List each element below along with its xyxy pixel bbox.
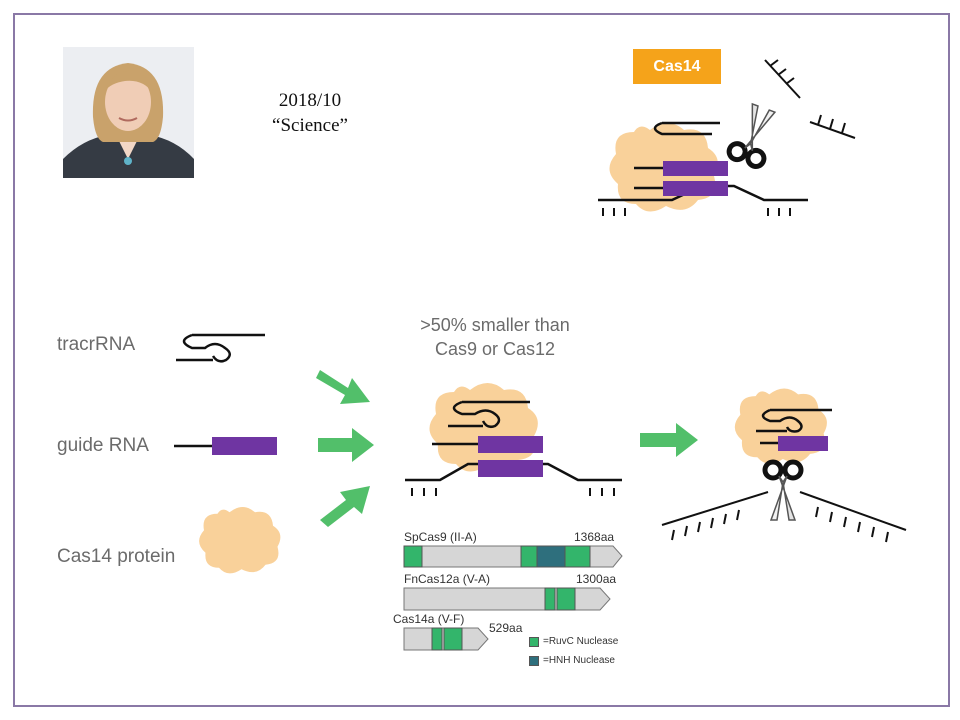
cleaving-cas14-complex xyxy=(661,388,907,543)
top-cas14-complex xyxy=(598,59,856,216)
fncas12a-length: 1300aa xyxy=(576,572,617,586)
cas14-protein-shape xyxy=(199,507,281,574)
cas14a-name: Cas14a (V-F) xyxy=(393,612,465,626)
fncas12a-gene-bar xyxy=(403,587,611,611)
citation-date: 2018/10 xyxy=(278,90,342,111)
ruvc-legend-label: =RuvC Nuclease xyxy=(543,636,619,647)
cas14a-length: 529aa xyxy=(489,621,523,635)
size-comparison-headline: >50% smaller than Cas9 or Cas12 xyxy=(380,313,610,361)
tracrrna-label: tracrRNA xyxy=(57,334,136,355)
spcas9-name: SpCas9 (II-A) xyxy=(404,530,477,544)
headline-line-1: >50% smaller than xyxy=(420,315,570,335)
guide-rna-label: guide RNA xyxy=(57,435,149,456)
ruvc-legend-swatch xyxy=(529,637,539,647)
spcas9-gene-bar xyxy=(403,545,623,568)
input-arrows xyxy=(316,370,698,527)
citation-journal: “Science” xyxy=(272,115,348,136)
central-cas14-complex xyxy=(405,383,622,496)
gene-domain-comparison xyxy=(403,545,623,651)
cas14-protein-label: Cas14 protein xyxy=(57,546,176,567)
guide-rna-shape xyxy=(174,437,277,455)
fncas12a-name: FnCas12a (V-A) xyxy=(404,572,491,586)
headline-line-2: Cas9 or Cas12 xyxy=(434,339,556,359)
researcher-portrait xyxy=(63,47,194,178)
citation: 2018/10 “Science” xyxy=(250,88,370,138)
cas14a-gene-bar xyxy=(403,627,489,651)
slide-frame xyxy=(13,13,950,707)
hnh-legend-swatch xyxy=(529,656,539,666)
cas14-badge: Cas14 xyxy=(633,49,721,84)
spcas9-length: 1368aa xyxy=(574,530,615,544)
tracrrna-shape xyxy=(176,333,265,363)
hnh-legend-label: =HNH Nuclease xyxy=(543,655,615,666)
